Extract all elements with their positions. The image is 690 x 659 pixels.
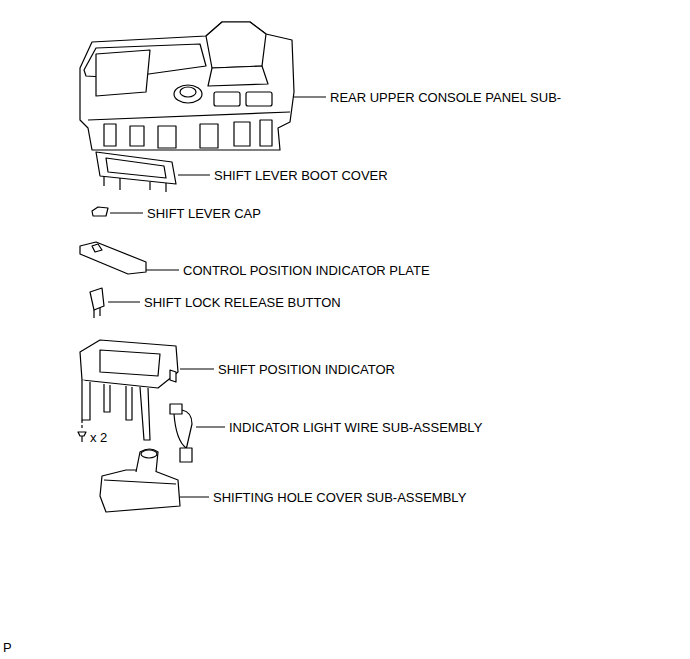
part-label: REAR UPPER CONSOLE PANEL SUB- xyxy=(330,90,561,105)
screw-symbol xyxy=(78,420,86,442)
cap-drawing xyxy=(92,207,108,216)
indicator-frame-drawing xyxy=(80,340,178,440)
part-label: INDICATOR LIGHT WIRE SUB-ASSEMBLY xyxy=(229,420,482,435)
part-label: SHIFTING HOLE COVER SUB-ASSEMBLY xyxy=(213,490,466,505)
part-label: SHIFT POSITION INDICATOR xyxy=(218,362,395,377)
hole-cover-drawing xyxy=(100,449,180,512)
part-label: CONTROL POSITION INDICATOR PLATE xyxy=(183,263,430,278)
button-drawing xyxy=(90,288,104,318)
part-label: SHIFT LEVER BOOT COVER xyxy=(214,168,388,183)
part-label: P xyxy=(3,640,12,655)
part-label: SHIFT LEVER CAP xyxy=(147,206,261,221)
part-label: x 2 xyxy=(90,430,107,445)
part-label: SHIFT LOCK RELEASE BUTTON xyxy=(144,295,341,310)
plate-drawing xyxy=(80,242,146,274)
boot-cover-drawing xyxy=(96,152,176,192)
wire-drawing xyxy=(170,404,192,462)
console-panel-drawing xyxy=(80,22,294,150)
